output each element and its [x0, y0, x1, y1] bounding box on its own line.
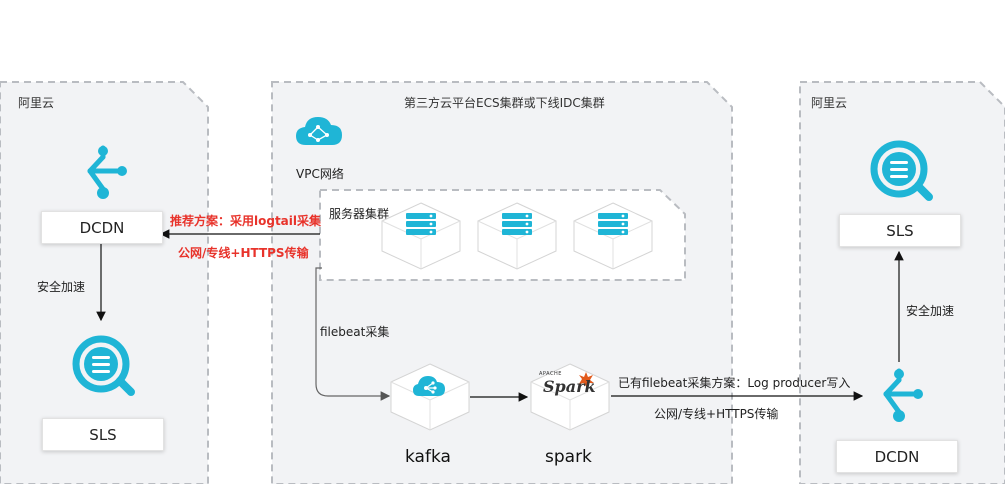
- server-icon: [476, 201, 558, 271]
- right-region-label: 阿里云: [811, 96, 848, 110]
- left-edge-label: 安全加速: [37, 280, 86, 294]
- dcdn-icon: [872, 366, 926, 424]
- right-sls-label: SLS: [886, 221, 914, 240]
- right-region: [799, 81, 1005, 484]
- left-sls-label: SLS: [89, 425, 117, 444]
- spark-label: spark: [545, 447, 592, 467]
- recommended-transport-label: 公网/专线+HTTPS传输: [178, 246, 309, 260]
- spark-logo-text: Spark: [543, 377, 596, 396]
- left-dcdn-label: DCDN: [79, 218, 125, 237]
- sls-icon: [866, 136, 936, 206]
- vpc-label: VPC网络: [296, 167, 344, 181]
- left-region: [0, 81, 209, 484]
- filebeat-label: filebeat采集: [320, 325, 390, 339]
- spark-logo-small: APACHE: [539, 371, 562, 377]
- right-dcdn-label: DCDN: [874, 447, 920, 466]
- existing-label: 已有filebeat采集方案：Log producer写入: [618, 376, 851, 390]
- right-dcdn-box[interactable]: DCDN: [836, 440, 958, 473]
- kafka-label: kafka: [405, 447, 451, 467]
- cloud-vpc-icon: [294, 113, 344, 149]
- middle-region-label: 第三方云平台ECS集群或下线IDC集群: [404, 96, 605, 110]
- middle-region: [271, 81, 733, 484]
- left-sls-box[interactable]: SLS: [42, 418, 164, 451]
- server-group-label: 服务器集群: [329, 207, 390, 221]
- left-region-label: 阿里云: [18, 96, 55, 110]
- spark-icon: APACHE Spark: [529, 362, 611, 432]
- right-edge-label: 安全加速: [906, 304, 955, 318]
- right-sls-box[interactable]: SLS: [839, 214, 961, 247]
- dcdn-icon: [76, 143, 130, 201]
- server-icon: [380, 201, 462, 271]
- existing-transport-label: 公网/专线+HTTPS传输: [654, 407, 779, 421]
- recommended-label: 推荐方案：采用logtail采集: [170, 214, 322, 228]
- kafka-icon: [389, 362, 471, 432]
- sls-icon: [68, 331, 138, 401]
- server-icon: [572, 201, 654, 271]
- left-dcdn-box[interactable]: DCDN: [41, 211, 163, 244]
